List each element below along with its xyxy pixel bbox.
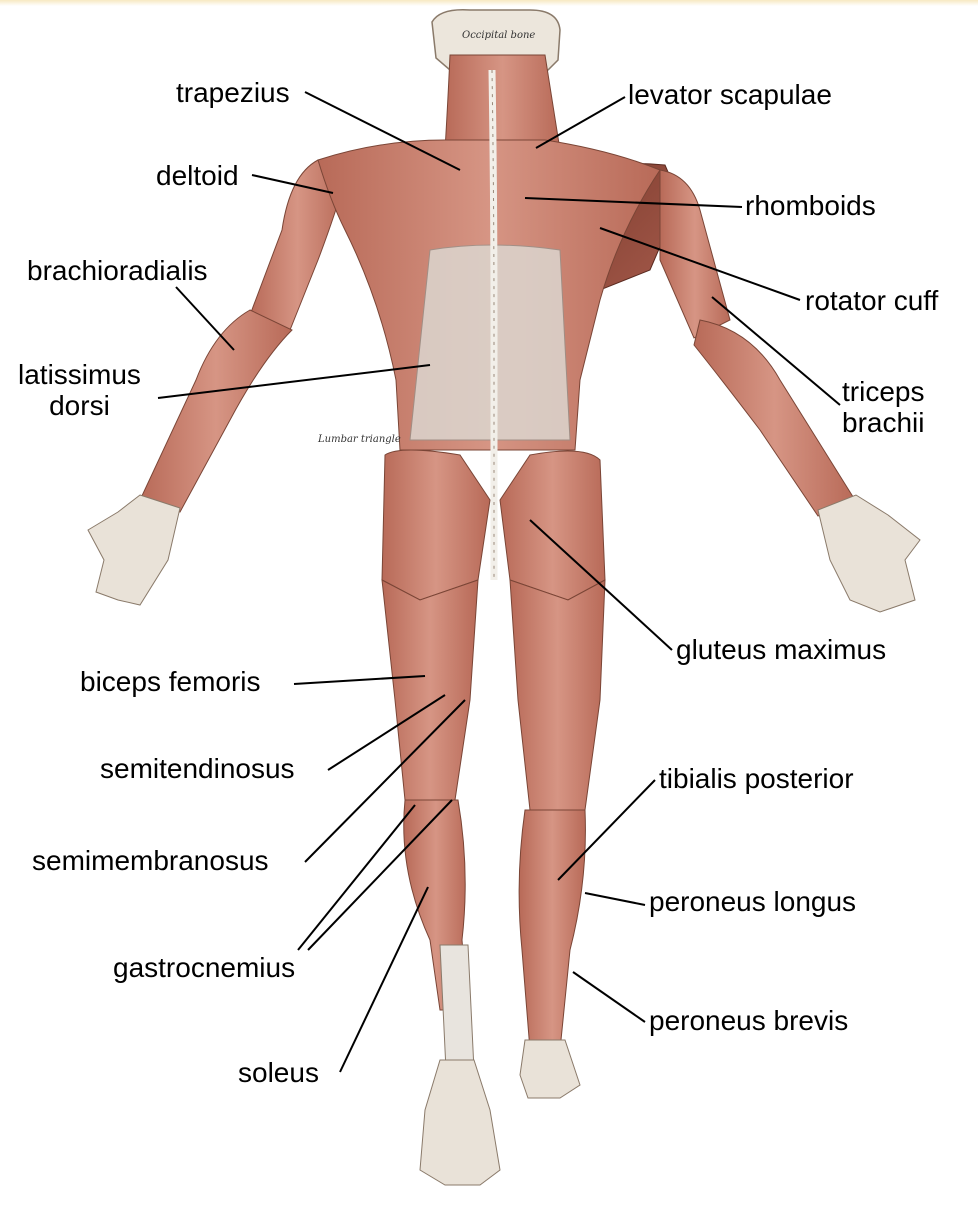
label-semitendinosus: semitendinosus	[100, 753, 295, 784]
right-hand	[818, 495, 920, 612]
left-achilles	[440, 945, 474, 1070]
label-trapezius: trapezius	[176, 77, 290, 108]
label-brachioradialis: brachioradialis	[27, 255, 208, 286]
label-peroneus-longus: peroneus longus	[649, 886, 856, 917]
right-lower-leg	[519, 810, 585, 1050]
left-hand	[88, 495, 180, 605]
lumbar-fascia	[410, 245, 570, 440]
label-levator-scapulae: levator scapulae	[628, 79, 832, 110]
leader-line-soleus	[340, 887, 428, 1072]
label-rotator-cuff: rotator cuff	[805, 285, 938, 316]
label-gastrocnemius: gastrocnemius	[113, 952, 295, 983]
left-foot	[420, 1060, 500, 1185]
label-biceps-femoris: biceps femoris	[80, 666, 261, 697]
leader-line-peroneus-longus	[585, 893, 645, 905]
neck-muscles	[445, 55, 560, 150]
left-gluteal	[382, 450, 490, 600]
right-heel	[520, 1040, 580, 1098]
leader-line-gastrocnemius-a	[298, 805, 415, 950]
label-latissimus-dorsi: latissimus dorsi	[18, 359, 141, 422]
label-gluteus-maximus: gluteus maximus	[676, 634, 886, 665]
occipital-bone-caption: Occipital bone	[462, 30, 535, 41]
label-deltoid: deltoid	[156, 160, 239, 191]
label-semimembranosus: semimembranosus	[32, 845, 269, 876]
lumbar-triangle-caption: Lumbar triangle	[317, 434, 401, 445]
left-forearm	[140, 310, 292, 512]
right-thigh	[510, 580, 605, 810]
label-triceps-brachii: triceps brachii	[842, 376, 924, 439]
label-soleus: soleus	[238, 1057, 319, 1088]
label-rhomboids: rhomboids	[745, 190, 876, 221]
right-gluteal	[500, 451, 605, 600]
leader-line-peroneus-brevis	[573, 972, 645, 1022]
label-tibialis-posterior: tibialis posterior	[659, 763, 854, 794]
label-peroneus-brevis: peroneus brevis	[649, 1005, 848, 1036]
leader-line-brachioradialis	[176, 287, 234, 350]
left-thigh	[382, 580, 478, 800]
